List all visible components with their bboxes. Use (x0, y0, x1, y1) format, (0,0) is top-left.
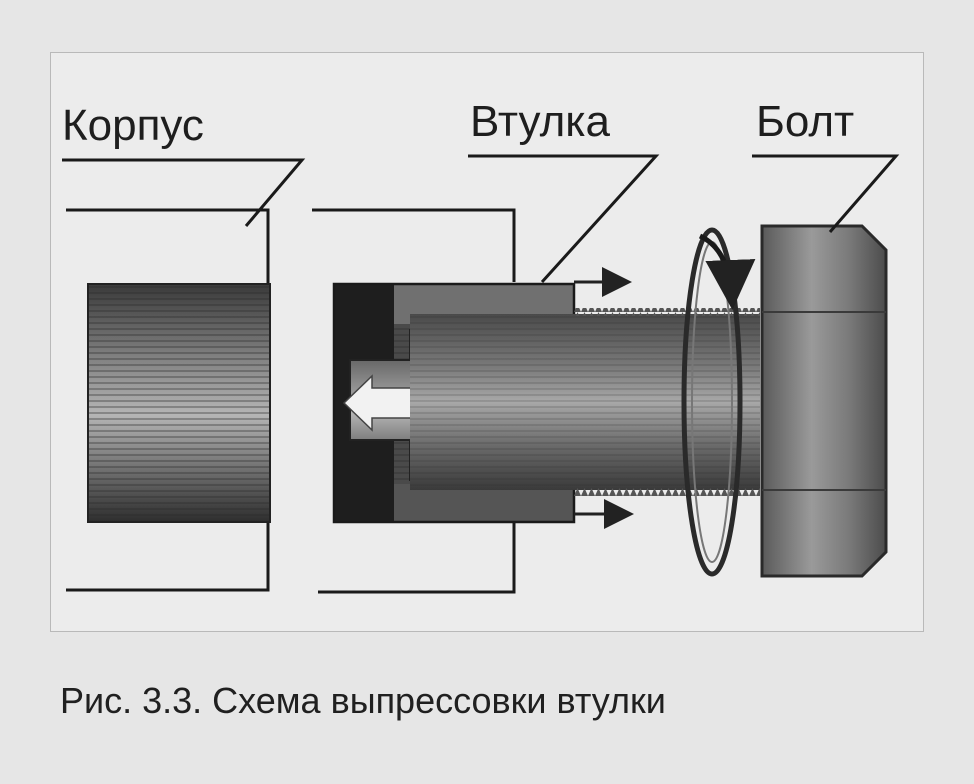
bolt-part (410, 224, 888, 578)
label-bushing: Втулка (470, 97, 610, 146)
label-housing: Корпус (62, 101, 204, 150)
figure-caption: Рис. 3.3. Схема выпрессовки втулки (60, 680, 666, 721)
housing-part (66, 208, 271, 592)
label-bolt: Болт (756, 97, 855, 146)
leader-lines (62, 154, 900, 284)
force-arrows (574, 267, 634, 529)
